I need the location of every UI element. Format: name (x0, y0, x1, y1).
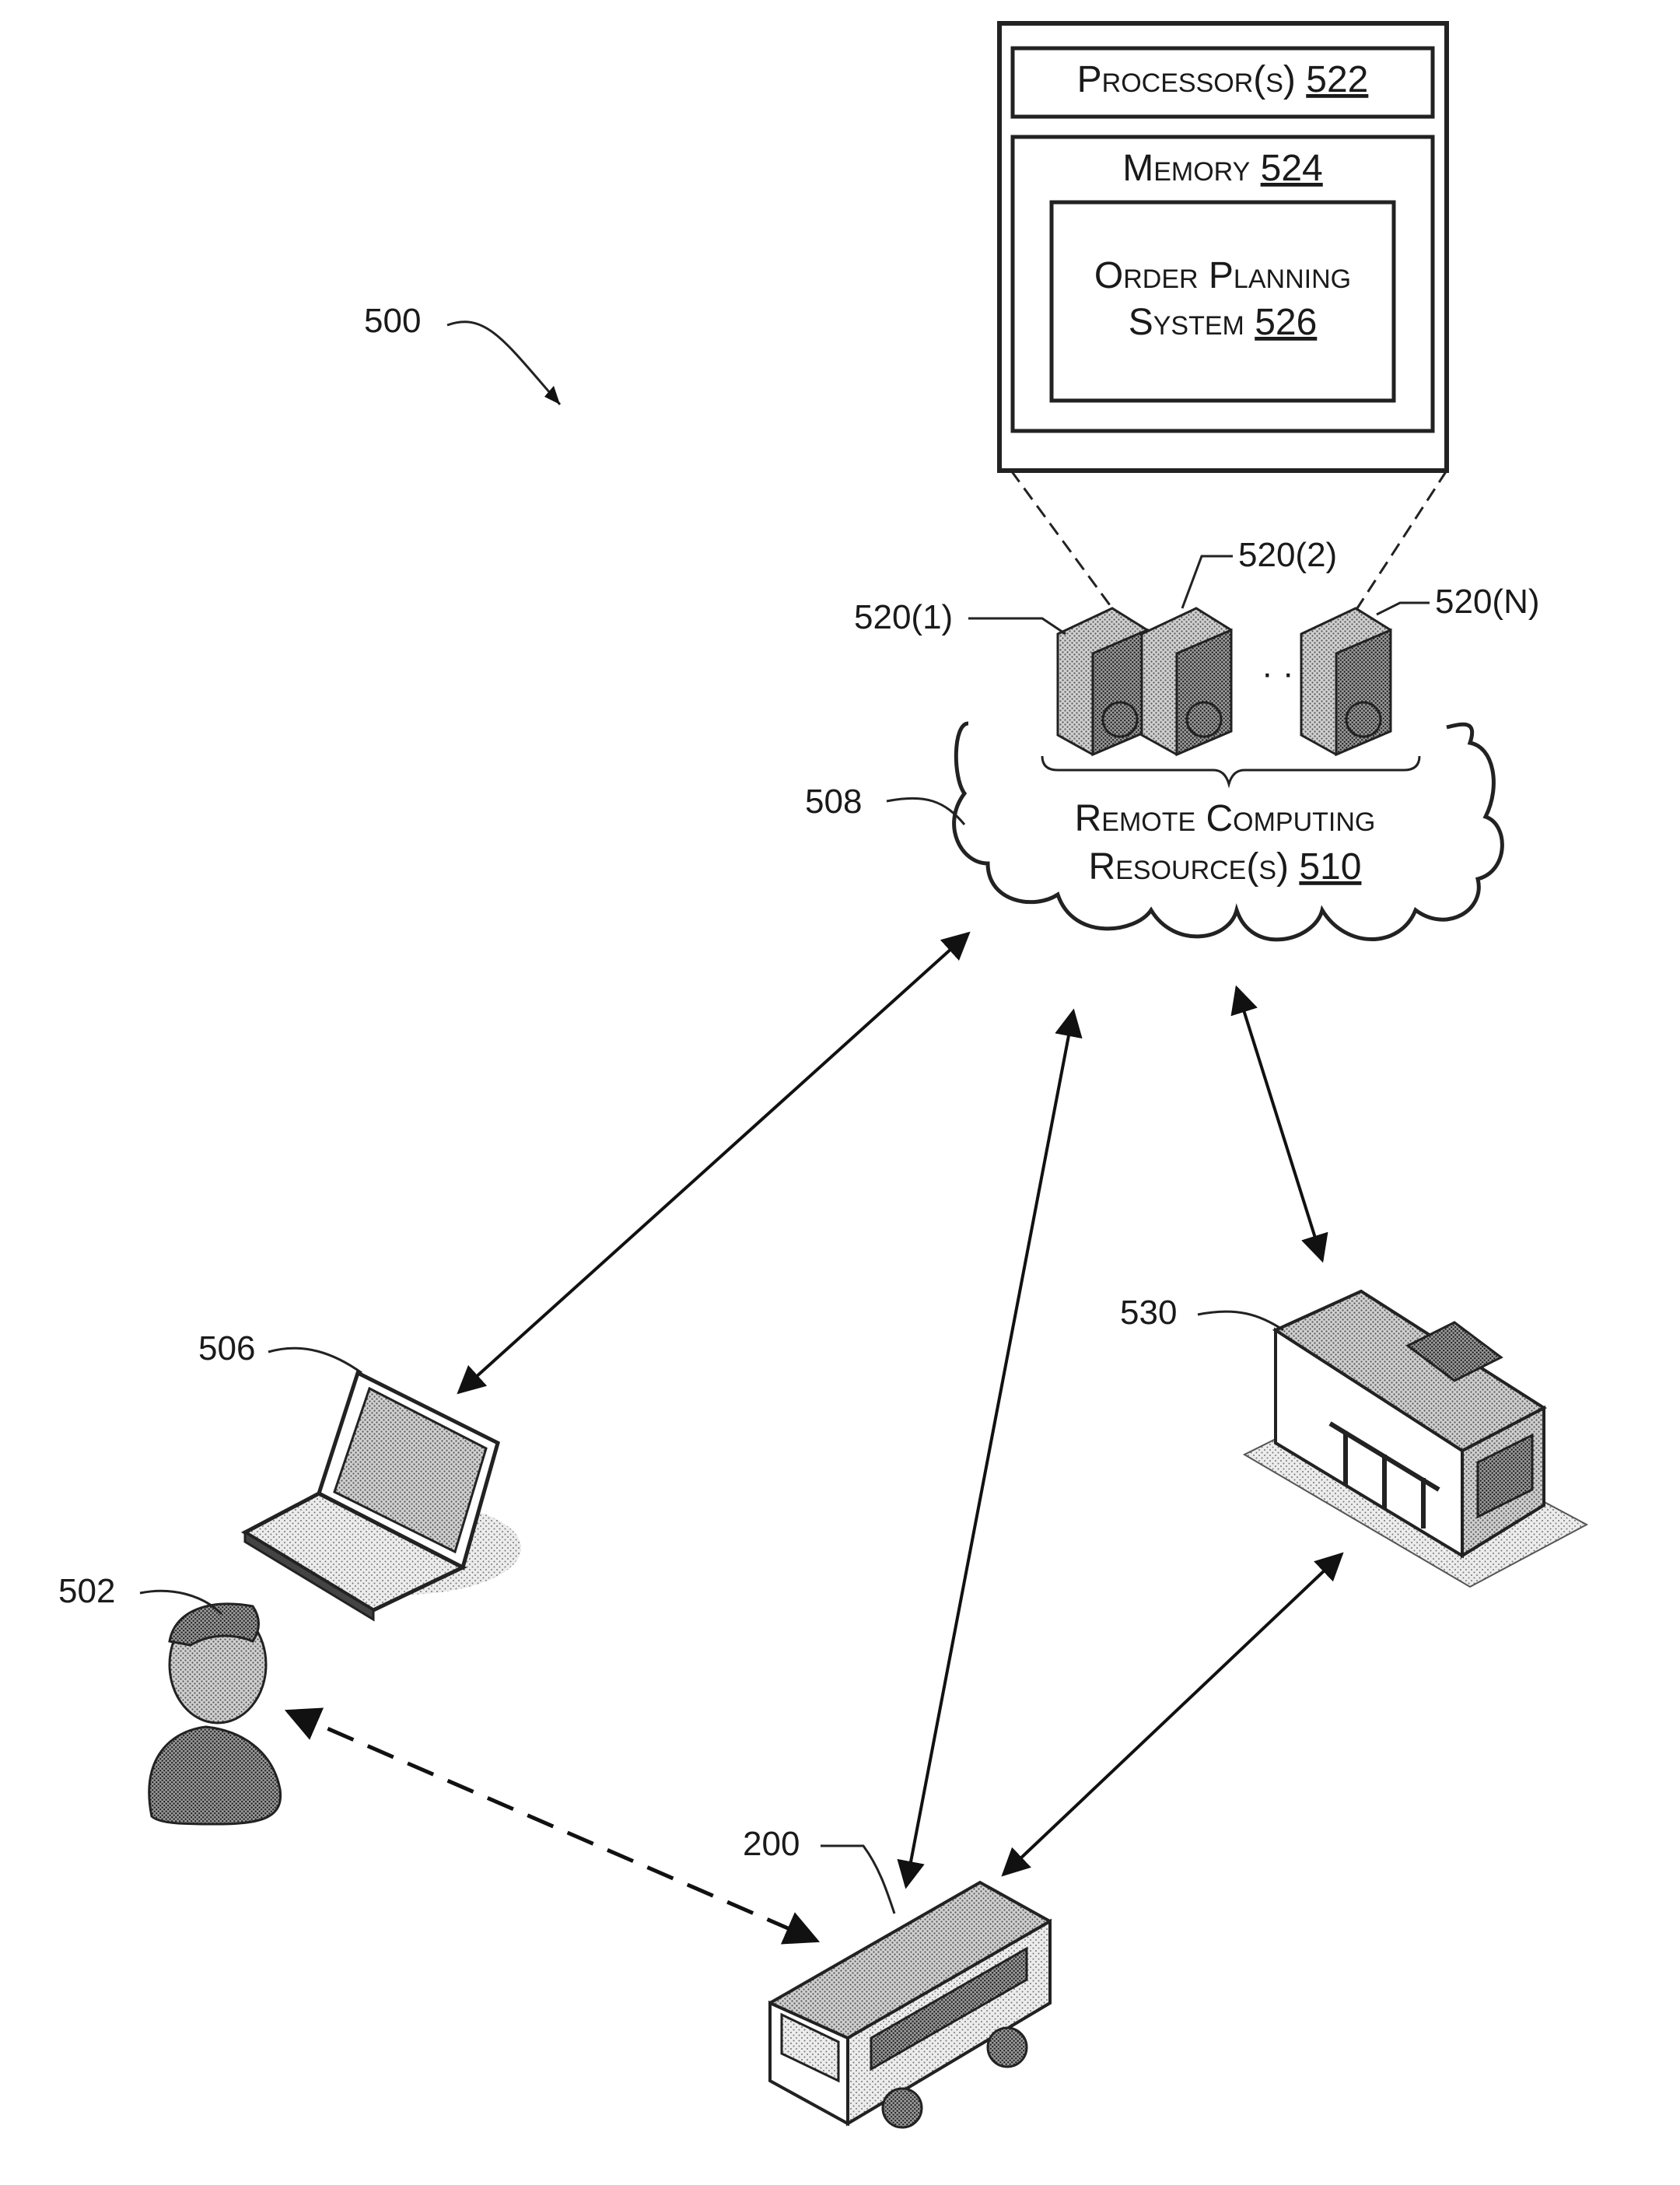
processor-box (1010, 46, 1435, 119)
laptop-icon (240, 1370, 521, 1622)
facility-icon (1242, 1289, 1589, 1588)
laptop-ref-label: 506 (198, 1329, 255, 1367)
cloud-label-line1: Remote Computing (1075, 798, 1376, 839)
server-icon-n (1300, 607, 1392, 757)
order-planning-line1: Order Planning (1094, 255, 1351, 296)
cloud-ref-label: 508 (805, 783, 862, 821)
cloud-laptop-connection (457, 931, 971, 1395)
laptop-ref-leader (268, 1346, 362, 1374)
server-n-label: 520(N) (1435, 583, 1540, 621)
server-2-leader (1181, 555, 1233, 609)
cloud-facility-connection (1230, 985, 1328, 1263)
server-n-leader (1376, 601, 1430, 616)
user-ref-leader (139, 1589, 223, 1616)
facility-ref-leader (1197, 1310, 1284, 1332)
cloud-vehicle-connection (897, 1008, 1083, 1889)
order-planning-system-box (1049, 200, 1396, 403)
order-planning-line2: System 526 (1129, 302, 1318, 343)
memory-label: Memory 524 (1122, 148, 1322, 189)
processor-label: Processor(s) 522 (1077, 59, 1369, 100)
vehicle-icon (768, 1880, 1052, 2129)
server-icon-1 (1056, 607, 1149, 757)
network-cloud (952, 721, 1504, 942)
user-vehicle-connection (284, 1707, 821, 1945)
server-1-label: 520(1) (854, 598, 953, 636)
user-ref-label: 502 (58, 1572, 115, 1610)
figure-ref-arrowhead (544, 386, 560, 404)
facility-ref-label: 530 (1120, 1294, 1177, 1332)
vehicle-ref-label: 200 (743, 1825, 800, 1863)
facility-vehicle-connection (1001, 1552, 1344, 1877)
cloud-ref-leader (886, 797, 966, 825)
server-detail-box: Processor(s) 522 Memory 524 Order Planni… (997, 21, 1449, 473)
server-2-label: 520(2) (1238, 536, 1337, 574)
user-icon (148, 1602, 282, 1826)
server-group-brace (1041, 755, 1421, 789)
cloud-label-line2: Resource(s) 510 (1089, 846, 1362, 888)
figure-ref-label: 500 (364, 302, 421, 340)
server-1-leader (968, 617, 1066, 636)
server-ellipsis: · · (1262, 654, 1294, 692)
vehicle-ref-leader (821, 1844, 896, 1914)
projection-line-right (1356, 470, 1448, 609)
projection-line-left (1010, 470, 1114, 609)
figure-ref-leader (446, 320, 562, 405)
server-icon-2 (1140, 607, 1233, 757)
